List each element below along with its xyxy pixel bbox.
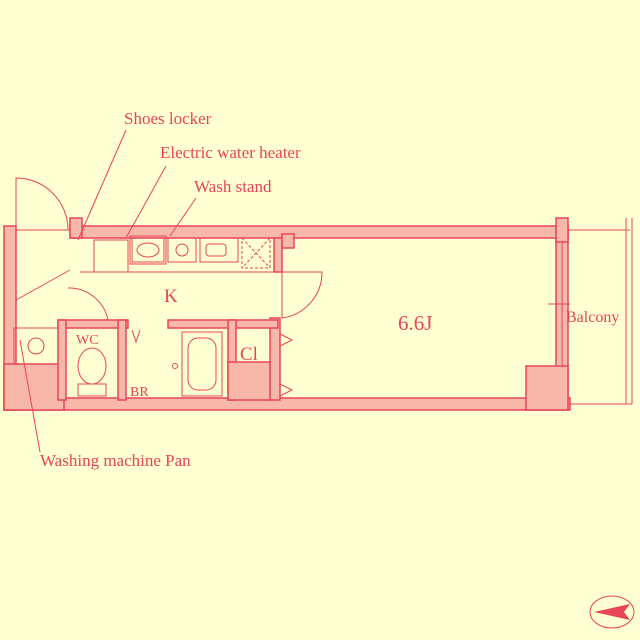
bottom-wall bbox=[3, 397, 571, 411]
wall-block-left bbox=[3, 363, 65, 411]
shoes-locker bbox=[93, 239, 129, 273]
closet-wall-block bbox=[227, 361, 271, 401]
toilet bbox=[77, 347, 107, 397]
washing-machine-pan bbox=[13, 327, 59, 365]
room-label-kitchen: K bbox=[164, 286, 178, 307]
entry-step-line bbox=[15, 269, 71, 301]
br-door-marker bbox=[131, 329, 141, 344]
wc-right-wall bbox=[117, 319, 127, 401]
room-label-closet: Cl bbox=[240, 344, 258, 365]
room-label-main: 6.6J bbox=[398, 311, 432, 335]
closet-door-upper bbox=[279, 333, 294, 347]
water-heater bbox=[129, 235, 167, 265]
column-small bbox=[281, 233, 295, 249]
refrigerator-space bbox=[241, 237, 271, 269]
closet-door-lower bbox=[279, 383, 294, 397]
bathtub bbox=[172, 331, 223, 397]
room-label-br: BR bbox=[130, 385, 149, 400]
main-room-door bbox=[281, 271, 323, 319]
room-label-balcony: Balcony bbox=[566, 309, 619, 326]
callout-water-heater: Electric water heater bbox=[160, 143, 301, 162]
partition-top bbox=[273, 237, 283, 273]
callout-washing-pan: Washing machine Pan bbox=[40, 451, 191, 470]
balcony-railing bbox=[548, 218, 633, 405]
pillar-right bbox=[525, 365, 569, 411]
callout-shoes-locker: Shoes locker bbox=[124, 109, 212, 128]
wc-door bbox=[67, 287, 109, 321]
kitchen-sink bbox=[199, 237, 239, 263]
stove bbox=[167, 237, 197, 263]
room-label-wc: WC bbox=[76, 333, 99, 348]
wc-left-wall bbox=[57, 319, 67, 401]
callout-wash-stand: Wash stand bbox=[194, 177, 272, 196]
partition-main bbox=[269, 317, 281, 401]
bath-top-wall bbox=[167, 319, 279, 329]
north-arrow-icon bbox=[589, 595, 635, 629]
callout-leaders bbox=[19, 129, 197, 453]
entry-door bbox=[15, 177, 70, 231]
wall-stub-right bbox=[555, 217, 569, 243]
wash-stand bbox=[131, 237, 165, 263]
interior-walls bbox=[57, 233, 295, 401]
wall-stub-left bbox=[69, 217, 83, 239]
